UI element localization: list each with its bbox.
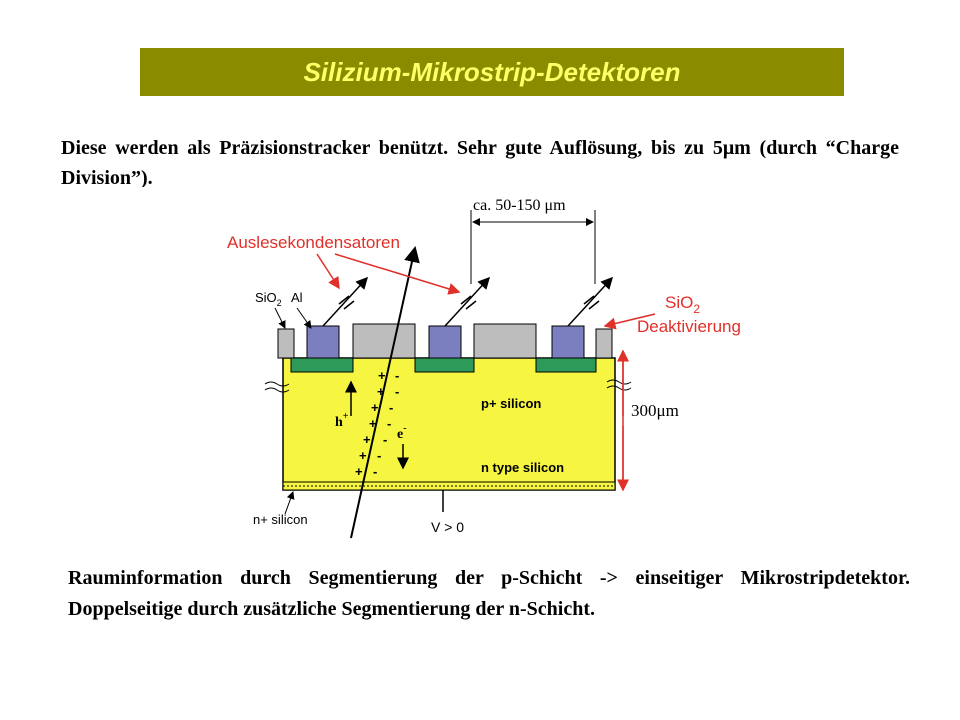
readout-capacitors-label: Auslesekondensatoren	[227, 233, 400, 252]
aluminium-strip	[551, 325, 585, 359]
p-silicon-label: p+ silicon	[481, 396, 541, 411]
summary-text: Rauminformation durch Segmentierung der …	[68, 567, 910, 620]
svg-text:+: +	[377, 384, 385, 399]
svg-text:-: -	[395, 384, 399, 399]
hole-label: h+	[335, 411, 349, 430]
pitch-label: ca. 50-150 μm	[473, 197, 566, 214]
aluminium-strip	[428, 325, 462, 359]
svg-text:-: -	[389, 400, 393, 415]
intro-text: Diese werden als Präzisionstracker benüt…	[61, 137, 899, 187]
charge-signs: +- +- +- +- +- +- +-	[355, 368, 399, 479]
svg-text:+: +	[363, 432, 371, 447]
sio2-right-label: SiO2	[665, 293, 700, 316]
p-plus-strip	[290, 357, 354, 373]
page-title: Silizium-Mikrostrip-Detektoren	[303, 56, 681, 87]
svg-text:+: +	[378, 368, 386, 383]
svg-text:+: +	[369, 416, 377, 431]
svg-text:-: -	[373, 464, 377, 479]
thickness-label: 300μm	[631, 401, 679, 420]
svg-text:-: -	[377, 448, 381, 463]
oxide-segment	[595, 328, 613, 359]
svg-text:-: -	[395, 368, 399, 383]
deactivation-label: Deaktivierung	[637, 317, 741, 336]
electron-label: e-	[397, 423, 407, 442]
p-plus-strip	[535, 357, 597, 373]
al-label: Al	[291, 290, 303, 305]
svg-text:+: +	[359, 448, 367, 463]
n-type-bulk	[282, 357, 616, 491]
detector-diagram: ca. 50-150 μm +- +- +- +- +- +- +- h+ e-…	[227, 197, 741, 539]
p-plus-strip	[414, 357, 475, 373]
oxide-segment	[352, 323, 416, 359]
aluminium-strip	[306, 325, 340, 359]
oxide-segment	[473, 323, 537, 359]
sio2-label: SiO2	[255, 290, 282, 308]
n-type-label: n type silicon	[481, 460, 564, 475]
n-plus-silicon-label: n+ silicon	[253, 512, 308, 527]
bias-voltage-label: V > 0	[431, 519, 464, 535]
svg-text:+: +	[371, 400, 379, 415]
svg-text:-: -	[383, 432, 387, 447]
title-banner: Silizium-Mikrostrip-Detektoren	[140, 48, 844, 96]
oxide-segment	[277, 328, 295, 359]
svg-text:-: -	[387, 416, 391, 431]
svg-text:+: +	[355, 464, 363, 479]
